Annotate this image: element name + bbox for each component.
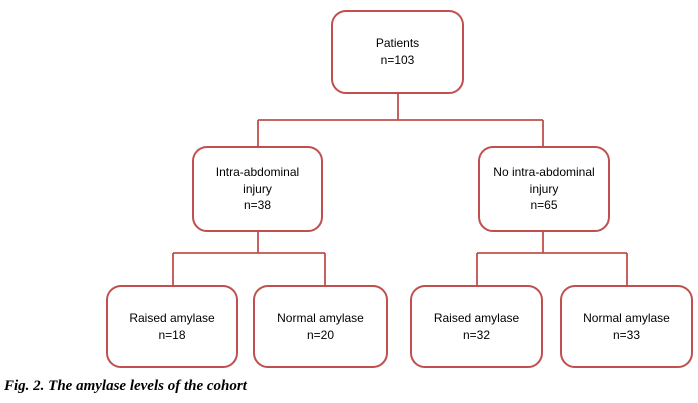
node-normal-amylase-no-injury-label: Normal amylase [583, 310, 670, 325]
node-raised-amylase-injury-count: n=18 [158, 327, 186, 342]
node-intra-abdominal-injury: Intra-abdominal injury n=38 [192, 146, 323, 232]
connector-path [172, 94, 628, 285]
node-raised-amylase-no-injury: Raised amylase n=32 [410, 285, 543, 368]
node-patients-label: Patients [375, 36, 420, 51]
node-raised-amylase-no-injury-label: Raised amylase [433, 310, 520, 325]
node-raised-amylase-injury: Raised amylase n=18 [106, 285, 238, 368]
node-normal-amylase-injury-count: n=20 [306, 327, 335, 342]
node-intra-abdominal-injury-count: n=38 [243, 198, 272, 213]
node-raised-amylase-injury-label: Raised amylase [129, 310, 215, 325]
node-normal-amylase-no-injury-count: n=33 [612, 327, 641, 342]
node-normal-amylase-injury-label: Normal amylase [277, 310, 364, 325]
node-no-intra-abdominal-injury-label: No intra-abdominal injury [493, 164, 595, 196]
figure-caption: Fig. 2. The amylase levels of the cohort [4, 378, 247, 394]
node-patients: Patients n=103 [331, 10, 464, 94]
node-raised-amylase-no-injury-count: n=32 [462, 327, 491, 342]
node-no-intra-abdominal-injury: No intra-abdominal injury n=65 [478, 146, 610, 232]
node-no-intra-abdominal-injury-count: n=65 [530, 198, 558, 213]
node-normal-amylase-no-injury: Normal amylase n=33 [560, 285, 693, 368]
node-patients-count: n=103 [380, 53, 415, 67]
node-intra-abdominal-injury-label: Intra-abdominal injury [215, 164, 300, 196]
node-normal-amylase-injury: Normal amylase n=20 [253, 285, 388, 368]
